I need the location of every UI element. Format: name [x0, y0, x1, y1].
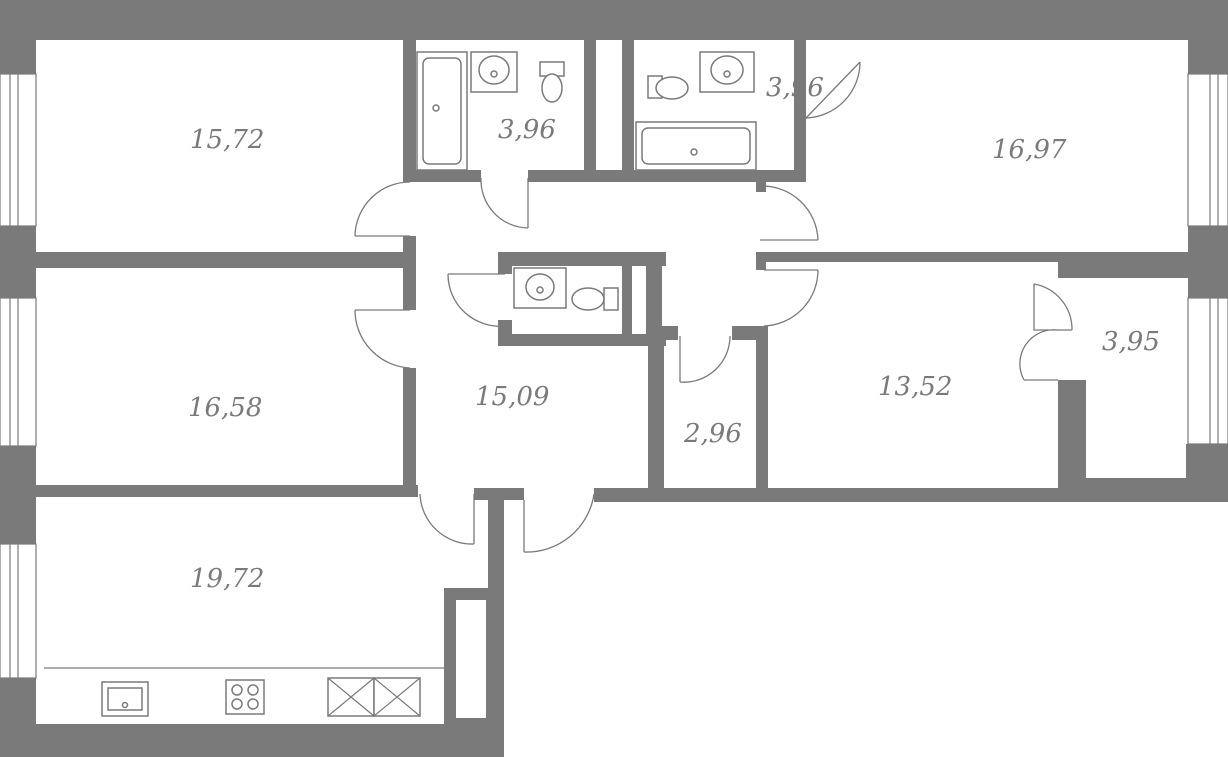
wc-top-wall — [498, 252, 666, 266]
wall-left-2 — [0, 485, 418, 497]
wall-door-stub-1 — [756, 178, 766, 192]
door-wc — [447, 273, 506, 327]
window-right-2 — [1187, 297, 1228, 445]
wall-left-vertical-3 — [403, 368, 416, 490]
bathtub-icon — [416, 51, 468, 171]
window-left-2 — [0, 297, 37, 447]
windows — [0, 73, 1228, 679]
toilet-icon — [571, 287, 619, 311]
door-bath1 — [480, 177, 529, 229]
area-label-kitchen-living: 19,72 — [190, 564, 264, 594]
appliance-icon — [373, 677, 421, 717]
bath2-right-wall — [794, 40, 806, 180]
doors — [354, 61, 1073, 553]
area-label-bathroom-right: 3,96 — [766, 73, 824, 103]
wc-bottom-wall — [498, 334, 666, 346]
wc-left-wall — [498, 252, 512, 274]
closet-top-wall — [660, 326, 678, 340]
sink-icon — [513, 267, 567, 309]
door-wardrobe — [1019, 283, 1073, 381]
window-right-1 — [1187, 73, 1228, 227]
appliance-icon — [327, 677, 375, 717]
closet-right-wall — [756, 326, 768, 502]
area-label-closet: 2,96 — [683, 419, 742, 449]
wall-left-vertical-2 — [403, 236, 416, 310]
wall-left-1 — [0, 252, 415, 268]
bath1-right-wall — [584, 40, 596, 180]
sink-icon — [699, 51, 755, 93]
kitchen-sink-icon — [101, 681, 149, 717]
area-label-bathroom-center: 3,96 — [498, 115, 556, 145]
area-label-bedroom-right: 13,52 — [878, 372, 952, 402]
outer-wall-top — [0, 0, 1228, 40]
door-bedroom-right — [763, 269, 819, 327]
bathtub-icon — [635, 121, 757, 171]
door-entrance — [523, 493, 595, 553]
bath1-bottom-wall-2 — [528, 170, 806, 182]
bath2-left-wall — [622, 40, 634, 180]
bath1-bottom-wall — [403, 170, 481, 182]
toilet-icon — [539, 61, 565, 103]
door-bedroom-middle-left — [354, 309, 411, 369]
door-bedroom-top-right — [759, 185, 819, 241]
area-label-bedroom-top-left: 15,72 — [190, 125, 264, 155]
wall-right-2 — [1058, 262, 1188, 278]
wc-right-wall — [622, 266, 632, 336]
stove-icon — [225, 679, 265, 715]
window-left-3 — [0, 543, 37, 679]
fixtures — [44, 51, 757, 717]
wardrobe-bottom-wall — [1058, 478, 1188, 490]
wardrobe-left-wall — [1058, 380, 1086, 490]
hall-bottom-stub — [474, 488, 524, 500]
door-closet — [679, 335, 731, 383]
area-label-bedroom-top-right: 16,97 — [992, 135, 1067, 165]
wall-left-vertical-1 — [403, 40, 416, 182]
closet-left-wall — [648, 330, 664, 502]
sink-icon — [470, 51, 518, 93]
wall-door-stub-2 — [756, 252, 766, 270]
outer-wall-bottom — [0, 724, 504, 757]
window-left-1 — [0, 73, 37, 227]
door-kitchen — [419, 493, 475, 545]
wc-right-wall-2 — [646, 266, 662, 336]
outer-wall-bottom-right — [594, 488, 1228, 502]
area-labels: 15,72 3,96 3,96 16,97 16,58 15,09 2,96 1… — [188, 73, 1160, 594]
kitchen-niche — [456, 600, 486, 718]
area-label-wardrobe: 3,95 — [1102, 327, 1160, 357]
hall-bottom-stub-2 — [594, 488, 654, 502]
area-label-hallway: 15,09 — [475, 382, 549, 412]
toilet-icon — [647, 75, 689, 100]
wall-right-1 — [756, 252, 1228, 262]
door-bath2 — [805, 61, 861, 119]
area-label-bedroom-middle-left: 16,58 — [188, 393, 262, 423]
door-bedroom-top-left — [354, 181, 411, 237]
